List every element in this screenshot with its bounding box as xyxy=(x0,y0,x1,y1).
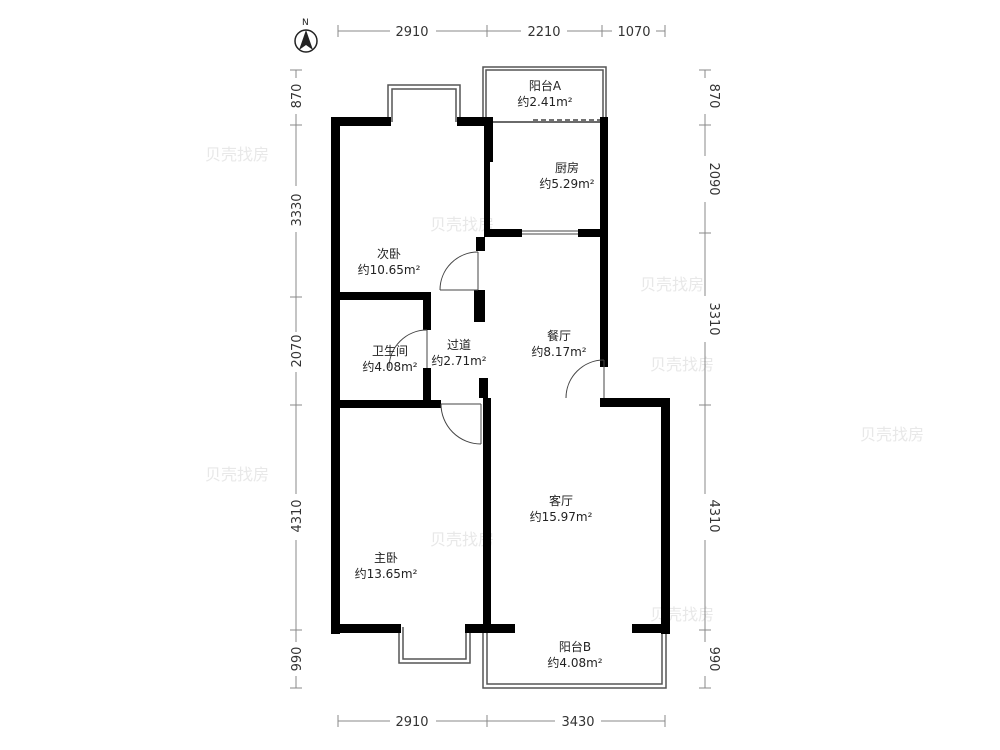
room-area: 约2.41m² xyxy=(517,94,572,109)
room-name: 餐厅 xyxy=(547,328,571,343)
room-area: 约5.29m² xyxy=(539,176,594,191)
watermark-layer: 贝壳找房 贝壳找房 贝壳找房 贝壳找房 贝壳找房 贝壳找房 贝壳找房 贝壳找房 xyxy=(205,145,924,624)
compass-icon: N xyxy=(294,18,318,53)
kitchen-sliding-door xyxy=(522,230,578,235)
compass-label: N xyxy=(302,18,309,28)
left-dimension-line xyxy=(290,69,302,689)
room-area: 约4.08m² xyxy=(362,359,417,374)
watermark: 贝壳找房 xyxy=(205,145,269,164)
dimension-left-4: 4310 xyxy=(290,499,305,532)
dimension-left-2: 3330 xyxy=(290,193,305,226)
room-master-bedroom: 主卧 约13.65m² xyxy=(355,551,418,581)
walls xyxy=(331,117,670,634)
dimension-right-4: 4310 xyxy=(706,499,721,532)
dimension-left-5: 990 xyxy=(290,647,305,672)
door-bathroom xyxy=(388,329,428,369)
dimension-left-3: 2070 xyxy=(290,334,305,367)
bottom-dimension-line xyxy=(337,715,666,727)
room-bathroom: 卫生间 约4.08m² xyxy=(362,344,417,374)
watermark: 贝壳找房 xyxy=(430,530,494,549)
room-area: 约10.65m² xyxy=(358,262,421,277)
dimension-left-1: 870 xyxy=(290,84,305,109)
dimension-right-3: 3310 xyxy=(706,302,721,335)
watermark: 贝壳找房 xyxy=(640,275,704,294)
room-name: 阳台A xyxy=(529,78,562,93)
room-kitchen: 厨房 约5.29m² xyxy=(539,160,594,191)
bay-window-top xyxy=(387,84,461,122)
dimension-right-1: 870 xyxy=(706,84,721,109)
room-dining-room: 餐厅 约8.17m² xyxy=(531,328,586,359)
balcony-a-walls xyxy=(482,66,607,123)
dimension-top-2: 2210 xyxy=(527,25,560,40)
bay-window-bottom xyxy=(398,627,471,664)
room-name: 主卧 xyxy=(374,551,398,565)
dimension-bottom-1: 2910 xyxy=(395,715,428,730)
room-name: 客厅 xyxy=(549,493,573,508)
room-area: 约13.65m² xyxy=(355,566,418,581)
door-living xyxy=(565,359,605,399)
room-name: 次卧 xyxy=(377,247,401,261)
watermark: 贝壳找房 xyxy=(650,355,714,374)
room-living-room: 客厅 约15.97m² xyxy=(530,493,593,524)
dimension-top-3: 1070 xyxy=(617,25,650,40)
room-name: 卫生间 xyxy=(372,344,408,358)
watermark: 贝壳找房 xyxy=(430,215,494,234)
room-name: 过道 xyxy=(447,338,471,352)
dimension-right-5: 990 xyxy=(706,647,721,672)
room-balcony-a: 阳台A 约2.41m² xyxy=(517,78,572,109)
door-second-bedroom xyxy=(439,251,479,291)
watermark: 贝壳找房 xyxy=(205,465,269,484)
room-area: 约2.71m² xyxy=(431,353,486,368)
room-area: 约8.17m² xyxy=(531,344,586,359)
door-master-bedroom xyxy=(440,403,482,445)
watermark: 贝壳找房 xyxy=(860,425,924,444)
dimension-bottom-2: 3430 xyxy=(561,715,594,730)
room-hallway: 过道 约2.71m² xyxy=(431,338,486,368)
room-name: 厨房 xyxy=(555,160,579,175)
dimension-top-1: 2910 xyxy=(395,25,428,40)
dimension-right-2: 2090 xyxy=(706,162,721,195)
room-area: 约15.97m² xyxy=(530,509,593,524)
balcony-b-walls xyxy=(482,630,667,689)
watermark: 贝壳找房 xyxy=(650,605,714,624)
room-second-bedroom: 次卧 约10.65m² xyxy=(358,247,421,277)
room-area: 约4.08m² xyxy=(547,655,602,670)
room-name: 阳台B xyxy=(559,639,591,654)
room-balcony-b: 阳台B 约4.08m² xyxy=(547,639,602,670)
